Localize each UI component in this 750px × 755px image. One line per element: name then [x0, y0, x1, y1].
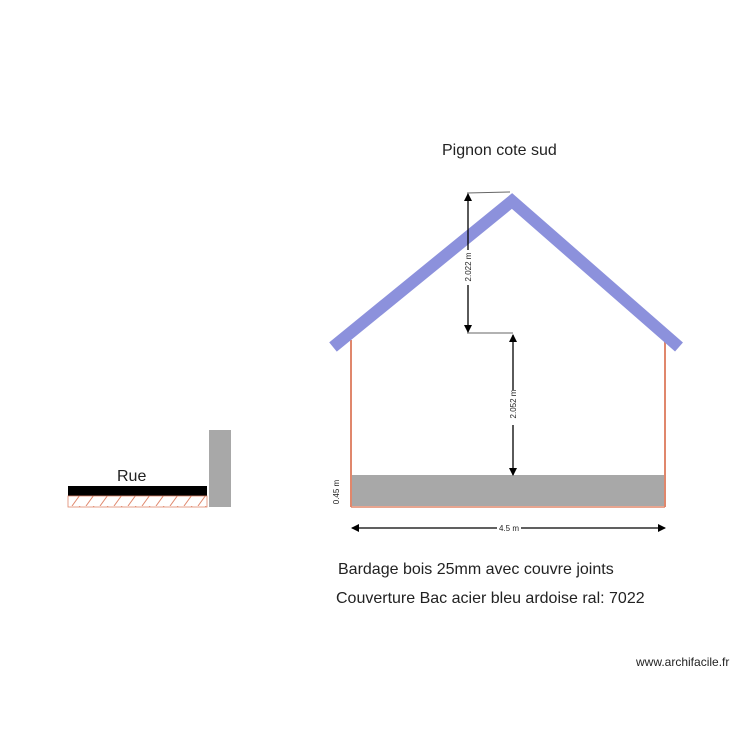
- dimension-width: 4.5 m: [351, 524, 666, 533]
- cladding-note: Bardage bois 25mm avec couvre joints: [338, 561, 614, 578]
- road-surface: [68, 486, 207, 496]
- street-section: [67, 430, 231, 508]
- road-hatch: [67, 495, 208, 508]
- drawing-title: Pignon cote sud: [442, 142, 557, 159]
- boundary-pillar: [209, 430, 231, 507]
- roof-height-label: 2.022 m: [464, 252, 473, 281]
- roofing-note: Couverture Bac acier bleu ardoise ral: 7…: [336, 590, 645, 607]
- street-label: Rue: [117, 468, 147, 485]
- roof: [329, 193, 683, 352]
- gable-walls: [350, 340, 666, 508]
- wall-height-label: 2.052 m: [509, 389, 518, 418]
- width-label: 4.5 m: [499, 524, 519, 533]
- dimension-roof-height: 2.022 m: [464, 191, 513, 334]
- dimension-wall-height: 2.052 m: [509, 334, 518, 476]
- base-height-label: 0.45 m: [332, 479, 341, 504]
- base-plinth: [352, 475, 664, 506]
- credit-link[interactable]: www.archifacile.fr: [636, 655, 730, 669]
